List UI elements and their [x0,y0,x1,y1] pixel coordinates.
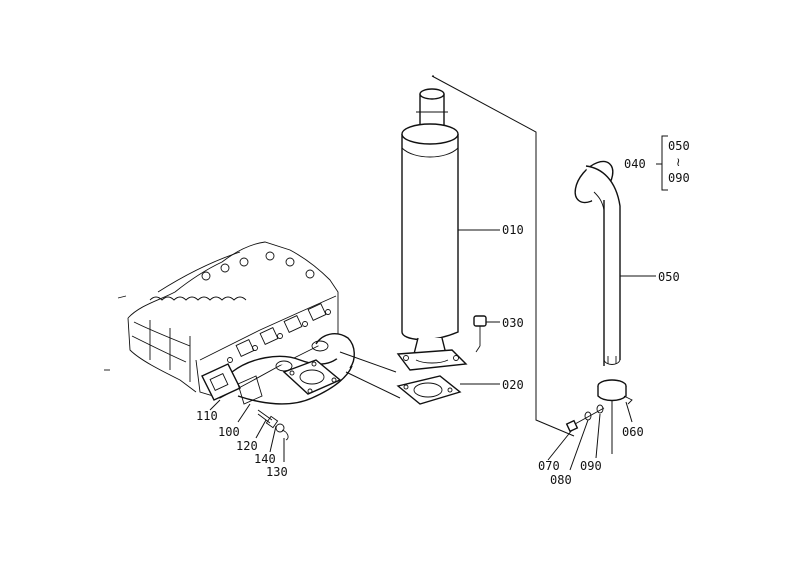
label-090-range: 090 [668,171,690,185]
label-020: 020 [502,378,524,392]
label-060: 060 [622,425,644,439]
label-040: 040 [624,157,646,171]
label-010: 010 [502,223,524,237]
muffler [396,88,468,371]
label-130: 130 [266,465,288,479]
label-range-separator: ≀ [676,155,681,169]
exhaust-manifold [201,333,355,405]
pipe-clamp [597,379,633,405]
manifold-stud-nut-washer [257,409,289,441]
label-050-range: 050 [668,139,690,153]
tail-pipe [574,160,621,366]
label-050-pipe: 050 [658,270,680,284]
label-030: 030 [502,316,524,330]
label-070: 070 [538,459,560,473]
part-labels: 010 030 020 050 060 070 080 090 110 100 … [196,139,690,487]
label-090-bolt: 090 [580,459,602,473]
muffler-bolt [473,315,487,353]
label-120: 120 [236,439,258,453]
label-100: 100 [218,425,240,439]
label-110: 110 [196,409,218,423]
muffler-gasket [396,375,462,405]
label-140: 140 [254,452,276,466]
clamp-bolt-washer-nut [565,404,605,433]
leader-lines [209,75,668,471]
label-080: 080 [550,473,572,487]
engine-block [104,241,339,399]
